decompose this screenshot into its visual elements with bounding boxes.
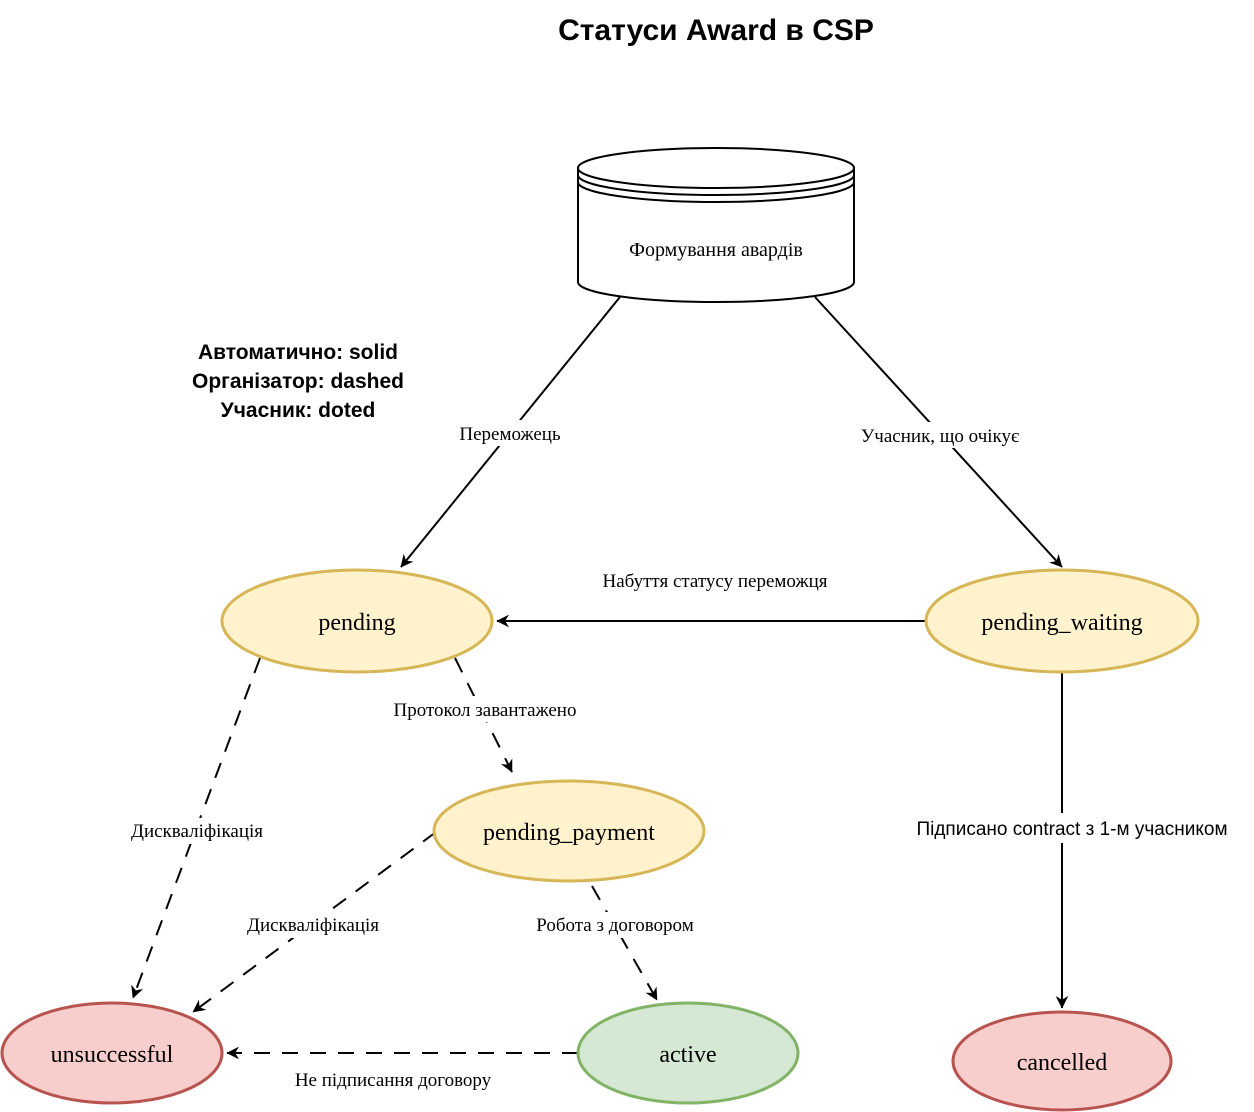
edge-label-winner: Переможець (459, 424, 561, 445)
legend-dashed: Організатор: dashed (192, 370, 404, 393)
node-pending-waiting-shape (924, 568, 1200, 674)
legend: Автоматично: solid Організатор: dashed У… (192, 341, 404, 422)
edge-label-protocol-uploaded: Протокол завантажено (394, 700, 577, 721)
node-pending-label: pending (318, 610, 395, 636)
node-pending-payment-label: pending_payment (483, 820, 655, 846)
edge-label-disqualification-2: Дискваліфікація (247, 915, 379, 936)
node-pending-waiting[interactable]: pending_waiting (924, 568, 1200, 674)
source-node-formation[interactable]: Формування авардів (577, 147, 855, 303)
node-cancelled-label: cancelled (1017, 1050, 1108, 1076)
edge-pending-payment-to-active[interactable] (591, 885, 658, 1001)
node-pending-waiting-label: pending_waiting (981, 610, 1142, 636)
edge-label-bg (376, 696, 594, 722)
edges: Переможець Учасник, що очікує Набуття ст… (118, 296, 1254, 1091)
source-node-label: Формування авардів (629, 239, 803, 261)
edge-label-bg (118, 818, 276, 844)
node-cancelled-shape (951, 1010, 1173, 1112)
cylinder-ring-2 (577, 181, 855, 203)
node-cancelled[interactable]: cancelled (951, 1010, 1173, 1112)
node-unsuccessful-label: unsuccessful (51, 1042, 174, 1068)
diagram-title: Статуси Award в CSP (558, 14, 874, 47)
edge-label-bg (234, 912, 392, 938)
cylinder-ring-1 (577, 174, 855, 196)
edge-label-winner-status: Набуття статусу переможця (603, 571, 828, 592)
node-pending-payment[interactable]: pending_payment (432, 779, 706, 883)
cylinder-body (577, 168, 855, 303)
node-active-label: active (659, 1042, 716, 1068)
edge-label-contract-not-signed: Не підписання договору (295, 1070, 492, 1091)
node-unsuccessful[interactable]: unsuccessful (0, 1001, 224, 1105)
edge-label-waiting-participant: Учасник, що очікує (861, 426, 1019, 447)
cylinder-top (577, 147, 855, 189)
edge-label-contract-work: Робота з договором (536, 915, 693, 936)
edge-label-contract-signed: Підписано contract з 1-м учасником (916, 819, 1227, 840)
edge-label-disqualification-1: Дискваліфікація (131, 821, 263, 842)
legend-dotted: Учасник: doted (221, 399, 376, 422)
edge-label-bg (888, 813, 1254, 843)
legend-solid: Автоматично: solid (198, 341, 398, 364)
edge-label-bg (844, 422, 1036, 448)
edge-label-bg (520, 912, 710, 938)
node-pending-payment-shape (432, 779, 706, 883)
node-active-shape (576, 1001, 800, 1105)
edge-label-bg (446, 420, 574, 446)
node-pending-shape (220, 568, 494, 674)
node-pending[interactable]: pending (220, 568, 494, 674)
node-active[interactable]: active (576, 1001, 800, 1105)
node-unsuccessful-shape (0, 1001, 224, 1105)
